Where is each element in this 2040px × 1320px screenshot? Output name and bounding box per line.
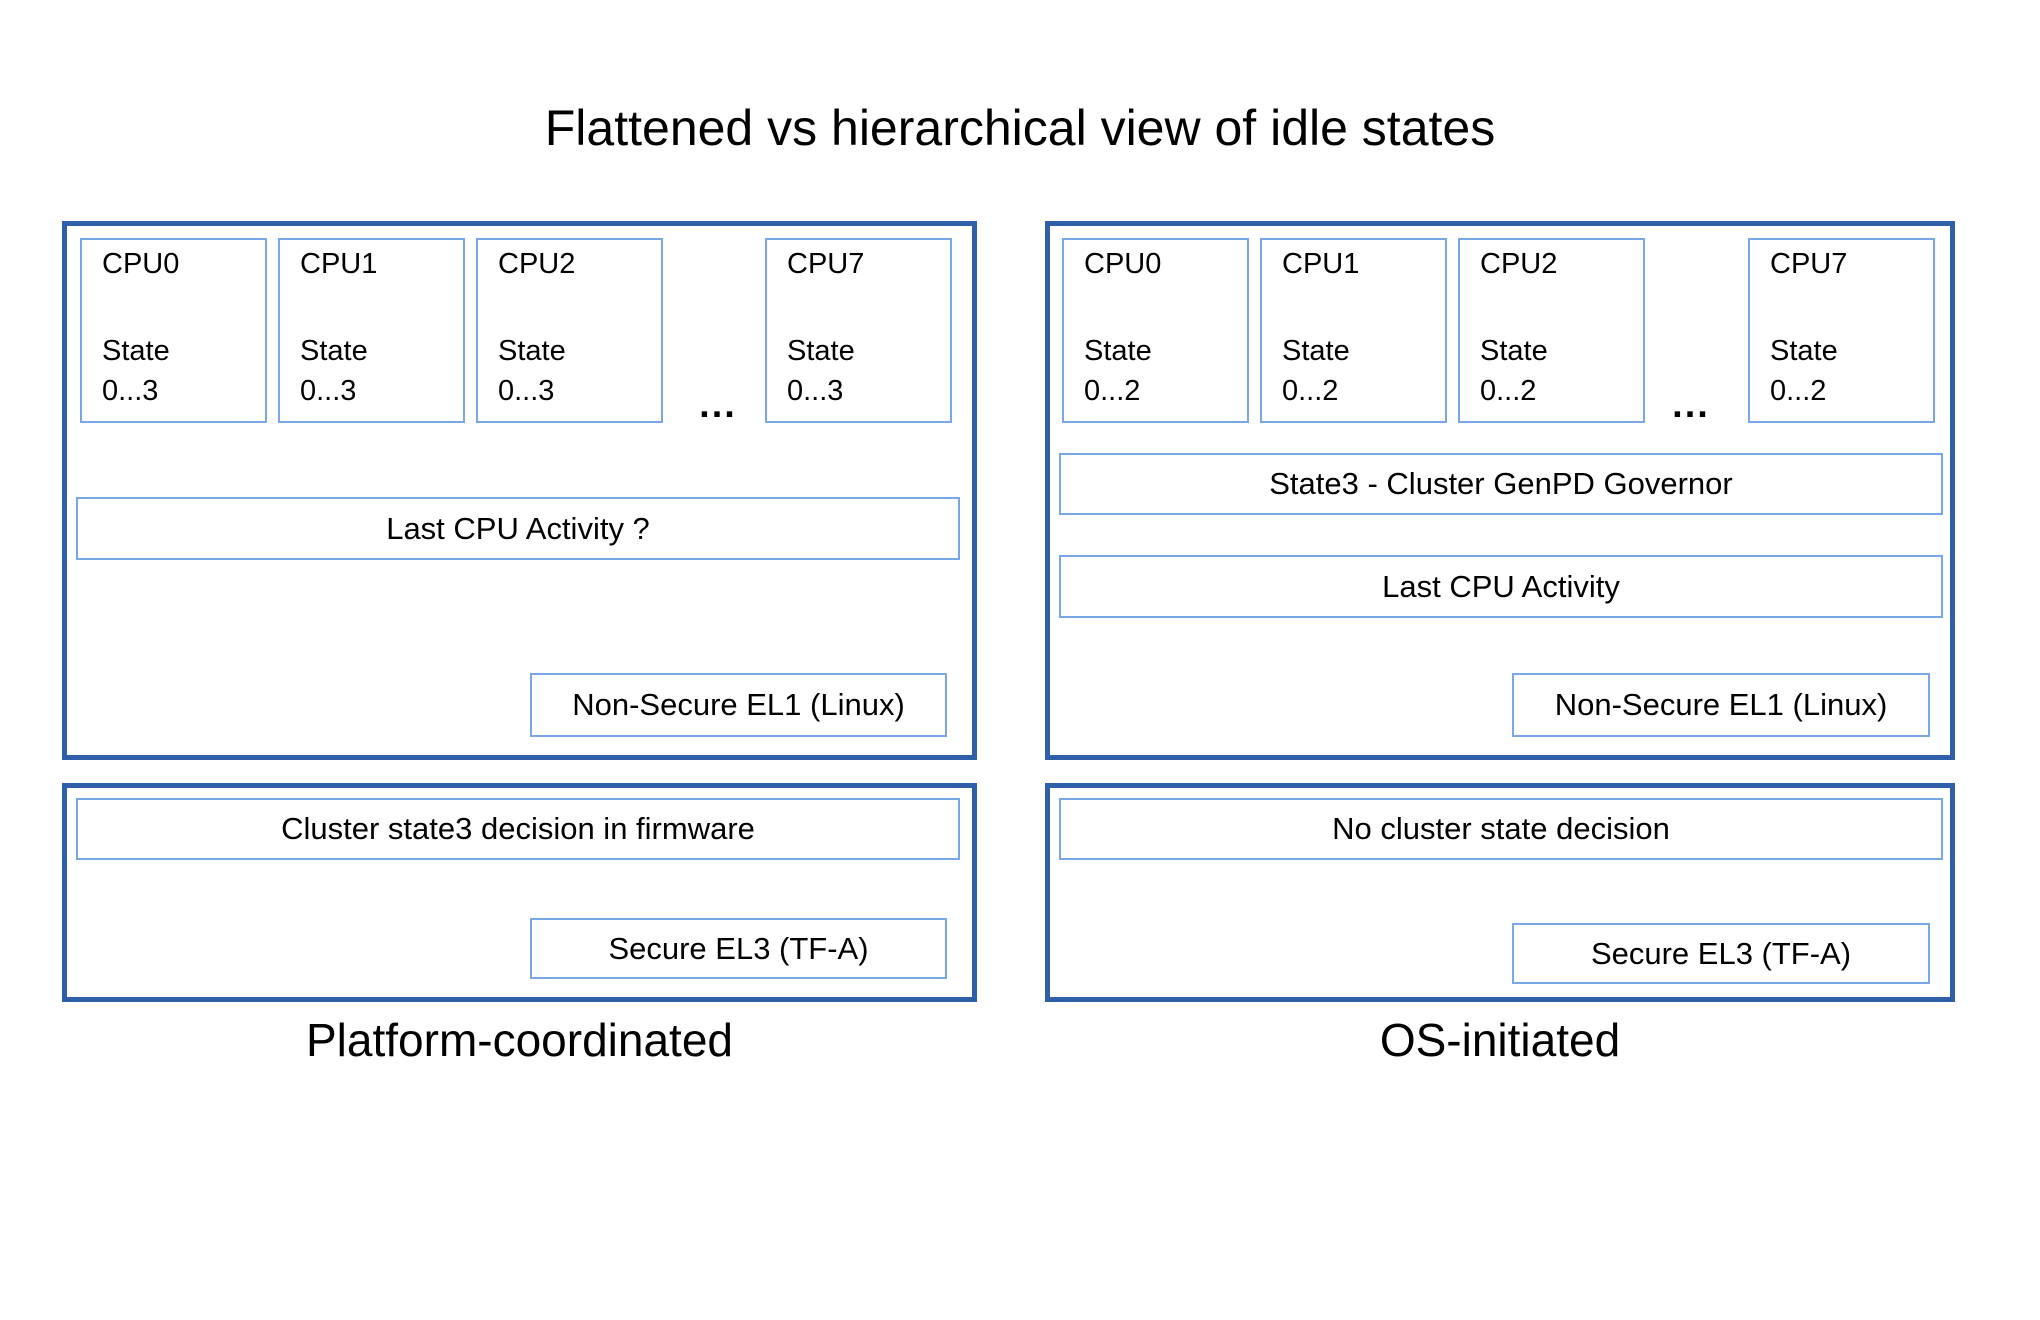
cpu-state: State 0...3 [498,331,653,411]
secure-el3-box: Secure EL3 (TF-A) [1512,923,1930,984]
cpu-box: CPU0 State 0...2 [1062,238,1249,423]
cpu-box: CPU7 State 0...2 [1748,238,1935,423]
last-cpu-activity-box: Last CPU Activity [1059,555,1943,618]
panel-os-nonsecure: CPU0 State 0...2 CPU1 State 0...2 CPU2 Sta… [1045,221,1955,760]
caption-os-initiated: OS-initiated [1379,1014,1621,1066]
cpu-state-range: 0...3 [300,375,357,407]
last-cpu-activity-box: Last CPU Activity ? [76,497,960,560]
cpu-name: CPU2 [498,248,576,280]
cpu-state-label: State [1084,335,1152,367]
cpu-state: State 0...2 [1282,331,1437,411]
cpu-state: State 0...2 [1770,331,1925,411]
cpu-name: CPU1 [1282,248,1360,280]
cpu-state: State 0...3 [300,331,455,411]
cluster-genpd-governor-box: State3 - Cluster GenPD Governor [1059,453,1943,515]
page-title: Flattened vs hierarchical view of idle s… [544,100,1496,156]
cpu-name: CPU0 [102,248,180,280]
cpu-box: CPU2 State 0...3 [476,238,663,423]
cpu-state-range: 0...2 [1480,375,1537,407]
cpu-state-range: 0...3 [787,375,844,407]
cpu-ellipsis: ... [1672,384,1710,426]
cpu-state-label: State [787,335,855,367]
cpu-state-range: 0...2 [1770,375,1827,407]
no-cluster-decision-box: No cluster state decision [1059,798,1943,860]
cpu-state-range: 0...2 [1084,375,1141,407]
cpu-state-label: State [1282,335,1350,367]
cpu-name: CPU7 [1770,248,1848,280]
cpu-state-label: State [1480,335,1548,367]
cpu-state: State 0...3 [102,331,257,411]
cpu-state: State 0...2 [1480,331,1635,411]
firmware-decision-box: Cluster state3 decision in firmware [76,798,960,860]
cpu-box: CPU1 State 0...2 [1260,238,1447,423]
cpu-name: CPU0 [1084,248,1162,280]
cpu-state-range: 0...3 [498,375,555,407]
cpu-state-label: State [102,335,170,367]
cpu-box: CPU2 State 0...2 [1458,238,1645,423]
cpu-box: CPU7 State 0...3 [765,238,952,423]
cpu-state-label: State [300,335,368,367]
non-secure-el1-box: Non-Secure EL1 (Linux) [530,673,947,737]
cpu-ellipsis: ... [699,384,737,426]
non-secure-el1-box: Non-Secure EL1 (Linux) [1512,673,1930,737]
caption-platform-coordinated: Platform-coordinated [306,1014,733,1066]
cpu-state: State 0...2 [1084,331,1239,411]
cpu-box: CPU1 State 0...3 [278,238,465,423]
cpu-box: CPU0 State 0...3 [80,238,267,423]
cpu-name: CPU1 [300,248,378,280]
panel-os-secure: No cluster state decision Secure EL3 (TF… [1045,783,1955,1002]
cpu-name: CPU2 [1480,248,1558,280]
panel-platform-secure: Cluster state3 decision in firmware Secu… [62,783,977,1002]
panel-platform-nonsecure: CPU0 State 0...3 CPU1 State 0...3 CPU2 Sta… [62,221,977,760]
cpu-name: CPU7 [787,248,865,280]
cpu-state-label: State [1770,335,1838,367]
cpu-state-range: 0...3 [102,375,159,407]
cpu-state-range: 0...2 [1282,375,1339,407]
secure-el3-box: Secure EL3 (TF-A) [530,918,947,979]
cpu-state-label: State [498,335,566,367]
cpu-state: State 0...3 [787,331,942,411]
